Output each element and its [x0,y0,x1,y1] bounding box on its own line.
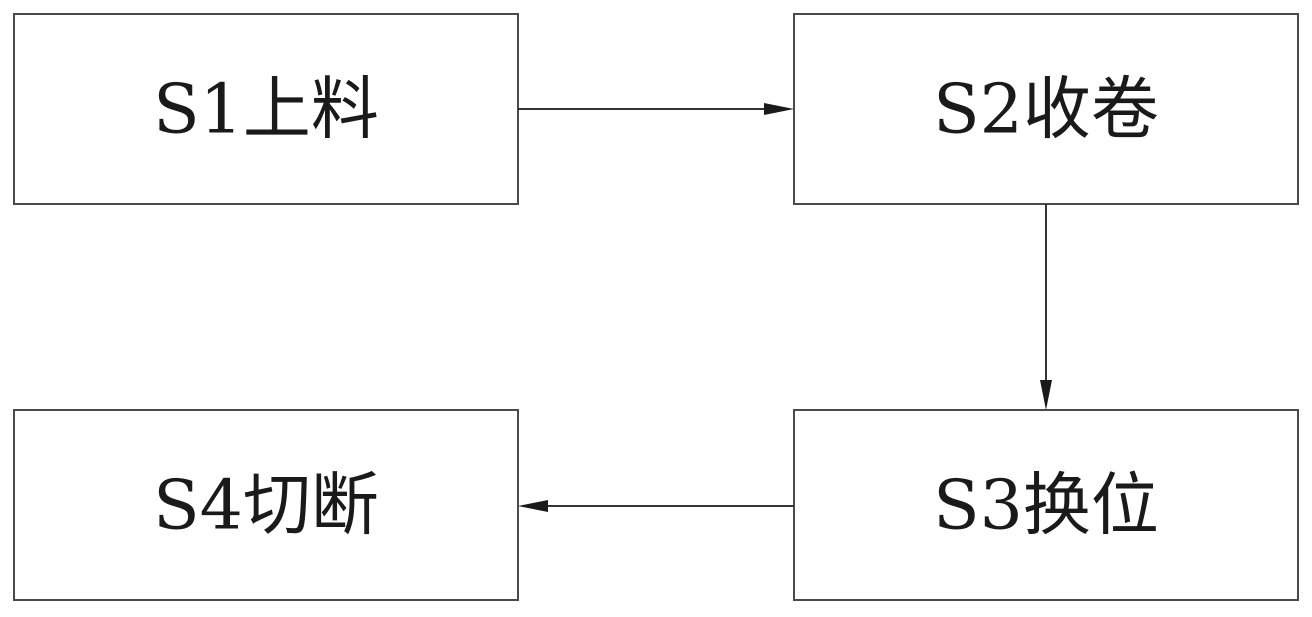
arrow-s1-to-s2-head [764,103,794,115]
step-s1-box [13,13,519,205]
step-s4-label: S4切断 [153,467,379,546]
step-s2-box [793,13,1299,205]
step-s3: S3换位 [793,409,1299,601]
step-s3-label: S3换位 [933,467,1159,546]
arrow-s2-to-s3-head [1040,380,1052,410]
step-s1-label: S1上料 [153,71,379,150]
step-s4-box [13,409,519,601]
step-s2-label: S2收卷 [933,71,1159,150]
arrow-s3-to-s4-head [518,500,548,512]
step-s4: S4切断 [13,409,519,601]
step-s1: S1上料 [13,13,519,205]
arrow-s3-to-s4 [518,500,794,512]
arrow-s1-to-s2 [518,103,794,115]
arrow-s2-to-s3 [1040,204,1052,410]
step-s2: S2收卷 [793,13,1299,205]
